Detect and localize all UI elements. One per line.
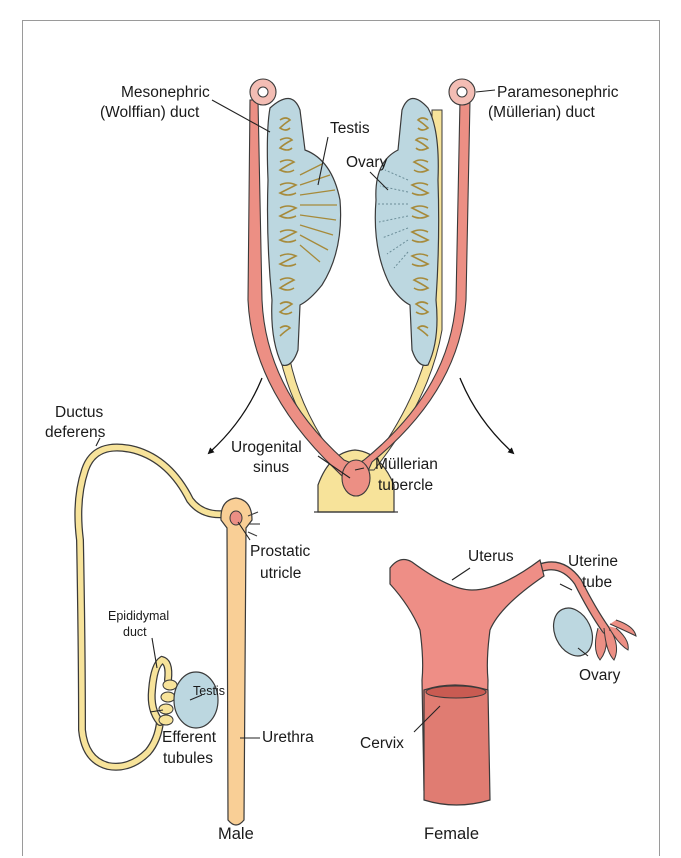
male-derivatives-group [78, 448, 260, 826]
label-uterine-2: tube [582, 574, 612, 591]
label-urogenital-2: sinus [253, 459, 289, 476]
label-efferent-2: tubules [163, 750, 213, 767]
prostatic-utricle [230, 511, 242, 525]
label-ductus-2: deferens [45, 424, 106, 441]
label-prostatic-1: Prostatic [250, 543, 311, 560]
label-mullerian-2: tubercle [378, 477, 433, 494]
label-female: Female [424, 825, 479, 843]
urethra-shape [221, 498, 252, 825]
label-testis-top: Testis [330, 120, 370, 137]
label-mesonephric-2: (Wolffian) duct [100, 104, 200, 121]
right-ostium-inner [457, 87, 467, 97]
label-epididymal-1: Epididymal [108, 609, 169, 623]
label-mullerian-1: Müllerian [375, 456, 438, 473]
cervical-os [426, 686, 486, 698]
mullerian-tubercle [342, 460, 370, 496]
label-prostatic-2: utricle [260, 565, 301, 582]
label-cervix: Cervix [360, 735, 404, 752]
label-uterine-1: Uterine [568, 553, 618, 570]
prostatic-spikes [248, 512, 260, 536]
cervix-shape [424, 685, 490, 805]
male-testis [174, 672, 218, 728]
label-ovary-female: Ovary [579, 667, 621, 684]
ovary-gonad-right [375, 98, 438, 365]
label-mesonephric-1: Mesonephric [121, 84, 210, 101]
label-paramesonephric-1: Paramesonephric [497, 84, 619, 101]
label-urogenital-1: Urogenital [231, 439, 302, 456]
label-ovary-top: Ovary [346, 154, 388, 171]
left-ostium-inner [258, 87, 268, 97]
label-paramesonephric-2: (Müllerian) duct [488, 104, 596, 121]
label-male: Male [218, 825, 254, 843]
leader-lines [96, 90, 588, 738]
label-uterus: Uterus [468, 548, 514, 565]
label-testis-male: Testis [193, 684, 225, 698]
label-urethra: Urethra [262, 729, 314, 746]
arrow-to-female [460, 378, 512, 452]
label-efferent-1: Efferent [162, 729, 217, 746]
label-ductus-1: Ductus [55, 404, 103, 421]
testis-gonad-left [267, 98, 340, 365]
label-epididymal-2: duct [123, 625, 147, 639]
